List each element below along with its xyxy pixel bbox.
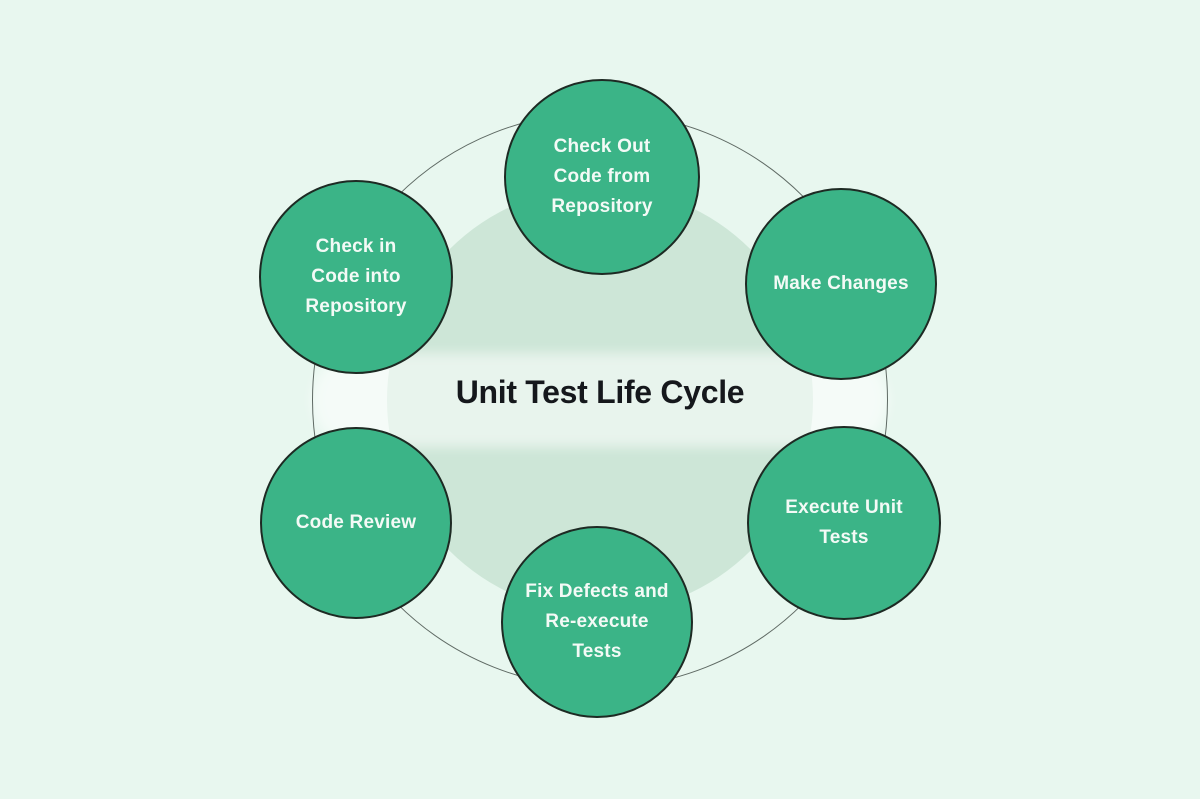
diagram-title: Unit Test Life Cycle: [455, 374, 745, 410]
node-label-check-out-code: Check Out Code from Repository: [551, 136, 653, 217]
node-label-execute-unit-tests: Execute Unit Tests: [785, 497, 903, 548]
node-label-check-in-code: Check in Code into Repository: [305, 236, 407, 317]
node-execute-unit-tests: Execute Unit Tests: [747, 426, 941, 620]
node-fix-defects-re-execute: Fix Defects and Re-execute Tests: [501, 526, 693, 718]
node-check-in-code: Check in Code into Repository: [259, 180, 453, 374]
node-label-make-changes: Make Changes: [773, 273, 909, 294]
node-make-changes: Make Changes: [745, 188, 937, 380]
node-label-fix-defects-re-execute: Fix Defects and Re-execute Tests: [525, 581, 669, 662]
node-check-out-code: Check Out Code from Repository: [504, 79, 700, 275]
node-label-code-review: Code Review: [295, 512, 417, 533]
node-code-review: Code Review: [260, 427, 452, 619]
